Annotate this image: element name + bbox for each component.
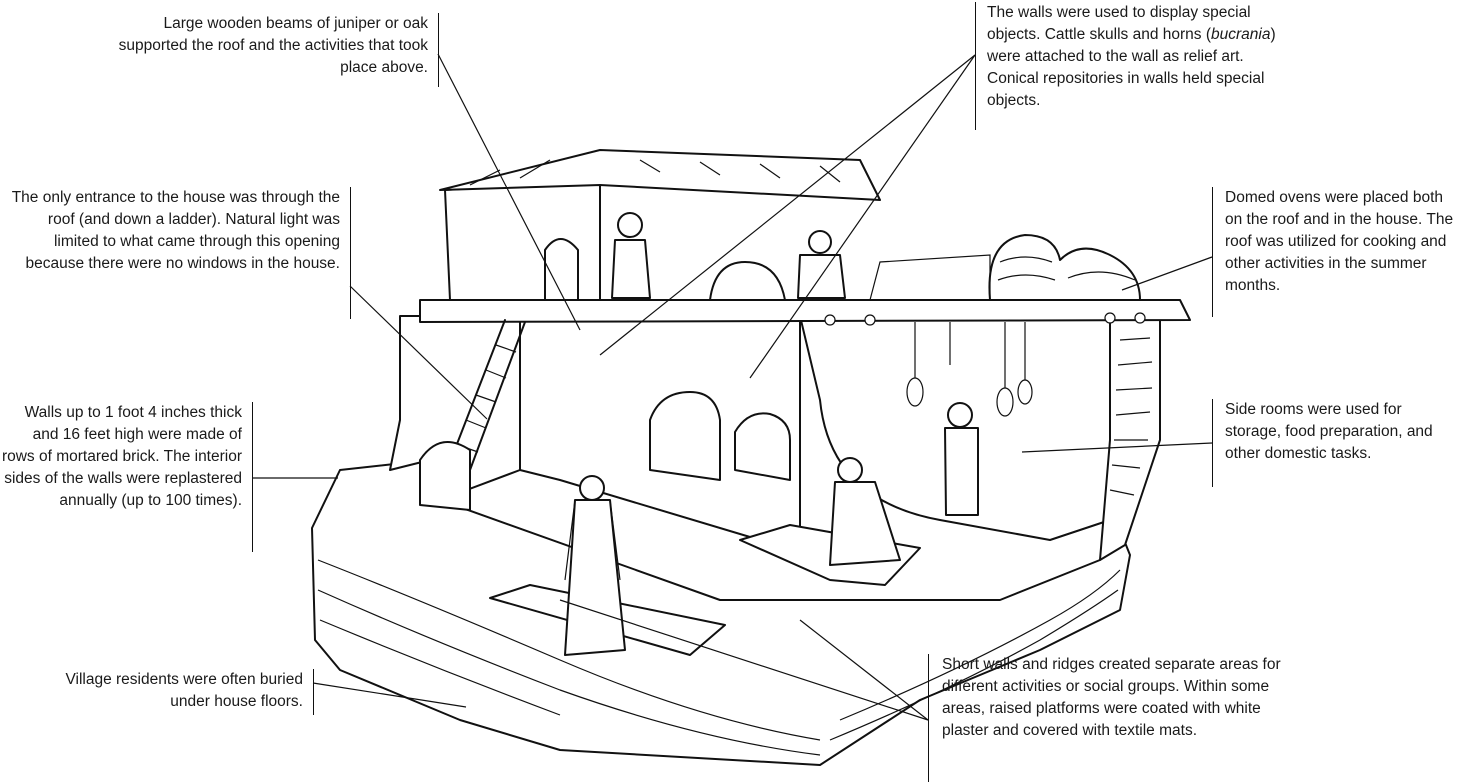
display-walls-text-b: ) were attached to the wall as relief ar…: [987, 26, 1276, 109]
annotation-ovens: Domed ovens were placed both on the roof…: [1225, 189, 1454, 294]
woman-figure: [564, 475, 626, 656]
leader-lines: [252, 53, 1213, 721]
display-walls-text-a: The walls were used to display special o…: [987, 4, 1251, 43]
annotation-short-walls-rule: [928, 654, 929, 782]
brick-courses: [317, 559, 1121, 756]
side-room-figure: [944, 402, 979, 516]
annotation-walls-construction: Walls up to 1 foot 4 inches thick and 16…: [1, 404, 242, 509]
annotation-walls-construction-rule: [252, 402, 253, 552]
annotation-ovens-rule: [1212, 187, 1213, 317]
annotation-entrance-rule: [350, 187, 351, 319]
annotation-entrance: The only entrance to the house was throu…: [11, 189, 340, 272]
roof-oven: [709, 261, 786, 301]
display-walls-text-italic: bucrania: [1211, 26, 1271, 43]
annotation-display-walls-rule: [975, 2, 976, 130]
annotation-short-walls: Short walls and ridges created separate …: [942, 656, 1281, 739]
seated-man: [829, 457, 901, 566]
hanging-items: [906, 322, 1033, 417]
annotation-burial-rule: [313, 669, 314, 715]
annotation-burial: Village residents were often buried unde…: [65, 671, 303, 710]
interior-oven: [419, 441, 471, 511]
roof-slab: [419, 299, 1191, 323]
domed-ovens: [988, 234, 1141, 301]
annotation-beams-rule: [438, 13, 439, 87]
right-wall: [1099, 315, 1161, 561]
annotation-display-walls: The walls were used to display special o…: [987, 2, 1287, 112]
annotation-beams: Large wooden beams of juniper or oak sup…: [118, 15, 428, 76]
annotation-side-rooms: Side rooms were used for storage, food p…: [1225, 401, 1433, 462]
annotation-side-rooms-rule: [1212, 399, 1213, 487]
roof-figure: [611, 212, 651, 299]
thatch-shelter: [439, 149, 881, 201]
seated-figure: [797, 230, 846, 299]
